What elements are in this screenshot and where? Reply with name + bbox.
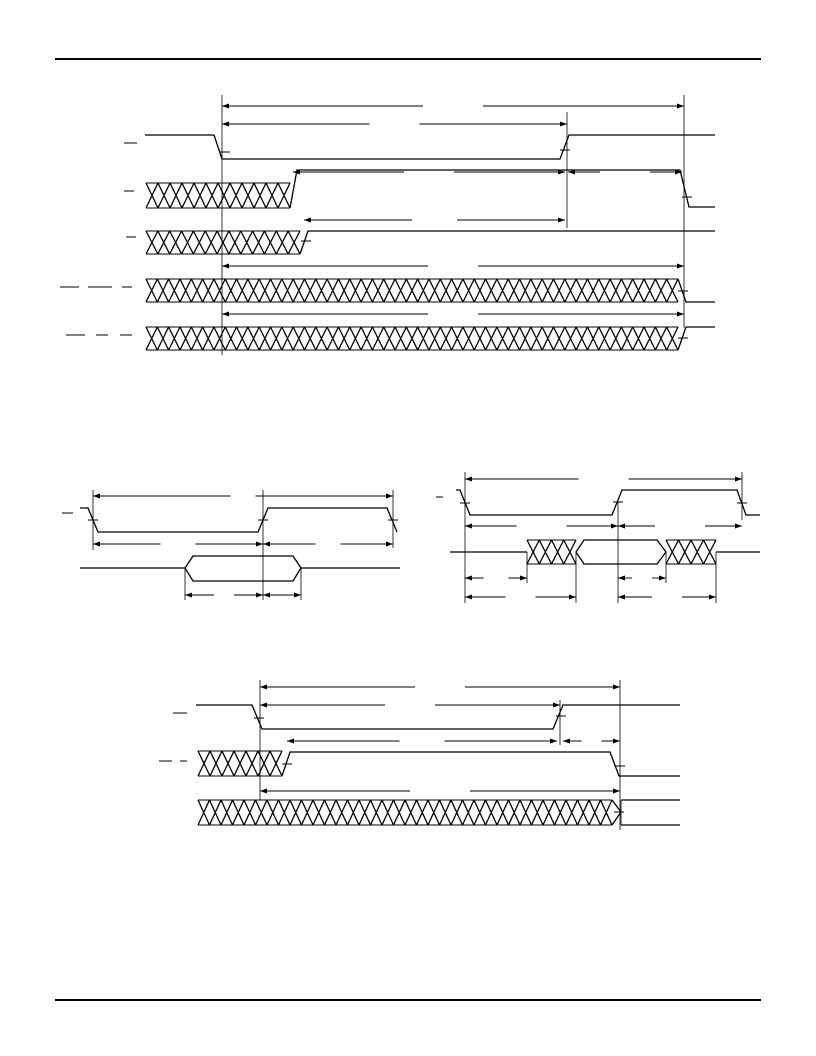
arrow-head (222, 311, 229, 317)
arrow-head (386, 493, 393, 499)
signal-5-waveform (677, 326, 715, 351)
arrow-head (93, 493, 100, 499)
signal-3-dont-care (145, 230, 301, 255)
arrow-head (260, 788, 267, 794)
arrow-head (263, 541, 270, 547)
arrow-head (256, 592, 263, 598)
diagram-2-signal-1-waveform (80, 507, 398, 533)
arrow-head (618, 575, 625, 581)
arrow-head (185, 592, 192, 598)
diagram-2-data-valid (184, 555, 302, 582)
arrow-head (465, 575, 472, 581)
arrow-head (613, 738, 620, 744)
arrow-head (613, 788, 620, 794)
arrow-head (93, 541, 100, 547)
diagram-3-dont-care-2 (665, 539, 717, 565)
arrow-head (677, 311, 684, 317)
arrow-head (293, 169, 300, 175)
arrow-head (569, 594, 576, 600)
arrow-head (611, 523, 618, 529)
arrow-head (465, 476, 472, 482)
arrow-head (568, 169, 575, 175)
diagram-3-data-valid (575, 539, 667, 565)
arrow-head (618, 523, 625, 529)
arrow-head (677, 263, 684, 269)
arrow-head (675, 169, 682, 175)
arrow-head (260, 684, 267, 690)
diagram-4-dont-care (197, 750, 283, 777)
diagram-4-signal-3-dont-care (197, 799, 613, 826)
diagram-4-signal-1-waveform (196, 704, 680, 730)
arrow-head (677, 103, 684, 109)
arrow-head (563, 738, 570, 744)
arrow-head (553, 702, 560, 708)
arrow-head (222, 121, 229, 127)
signal-2-waveform (289, 169, 715, 209)
arrow-head (263, 592, 270, 598)
signal-4-waveform (677, 278, 715, 303)
diagram-4-signal-2-waveform (281, 751, 680, 777)
signal-2-dont-care (145, 182, 291, 209)
arrow-head (520, 575, 527, 581)
signal-1-waveform (145, 134, 715, 160)
arrow-head (735, 476, 742, 482)
arrow-head (558, 169, 565, 175)
arrow-head (709, 594, 716, 600)
arrow-head (260, 702, 267, 708)
arrow-head (386, 541, 393, 547)
arrow-head (558, 217, 565, 223)
diagram-3-dont-care-1 (526, 539, 577, 565)
signal-5-dont-care (145, 326, 679, 351)
arrow-head (659, 575, 666, 581)
footer-rule (55, 999, 761, 1001)
arrow-head (465, 594, 472, 600)
header-rule (55, 58, 761, 60)
signal-4-dont-care (145, 278, 679, 303)
arrow-head (287, 738, 294, 744)
diagram-3-signal-1-waveform (456, 489, 760, 516)
signal-3-waveform (299, 230, 715, 255)
arrow-head (294, 592, 301, 598)
arrow-head (222, 263, 229, 269)
arrow-head (222, 103, 229, 109)
arrow-head (613, 684, 620, 690)
arrow-head (560, 121, 567, 127)
arrow-head (465, 523, 472, 529)
arrow-head (256, 541, 263, 547)
arrow-head (735, 523, 742, 529)
arrow-head (304, 217, 311, 223)
arrow-head (550, 738, 557, 744)
arrow-head (618, 594, 625, 600)
